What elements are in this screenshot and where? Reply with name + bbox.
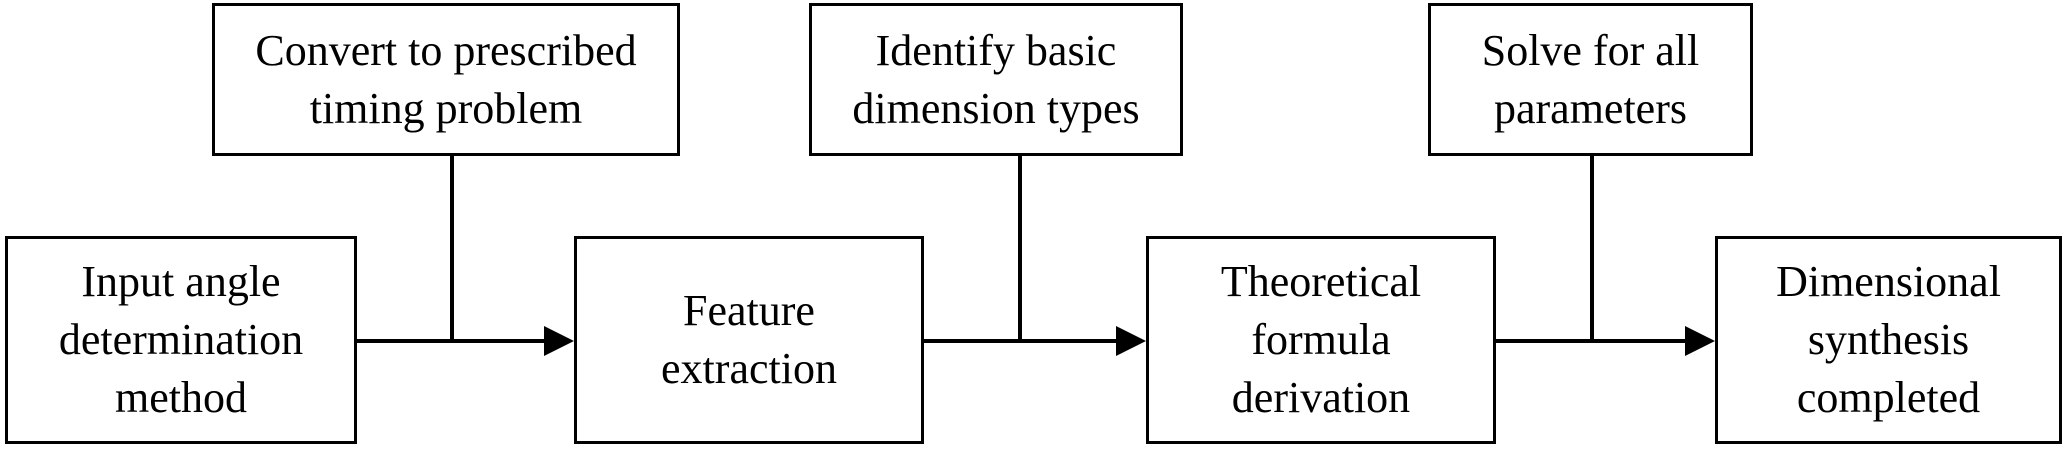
step-box-input-angle: Input angle determination method: [5, 236, 357, 444]
arrowhead-2: [1116, 326, 1146, 356]
step-label: Input angle determination method: [58, 257, 304, 422]
step-box-feature-extraction: Feature extraction: [574, 236, 924, 444]
side-label: Convert to prescribed timing problem: [255, 25, 637, 133]
step-label: Feature extraction: [661, 286, 837, 393]
step-label: Dimensional synthesis completed: [1776, 257, 2001, 422]
arrowhead-1: [544, 326, 574, 356]
step-box-theoretical-formula: Theoretical formula derivation: [1146, 236, 1496, 444]
side-label: Identify basic dimension types: [852, 25, 1140, 133]
step-box-dimensional-synthesis: Dimensional synthesis completed: [1715, 236, 2062, 444]
side-label: Solve for all parameters: [1481, 25, 1700, 133]
arrowhead-3: [1685, 326, 1715, 356]
side-box-solve-parameters: Solve for all parameters: [1428, 3, 1753, 156]
step-label: Theoretical formula derivation: [1220, 257, 1422, 422]
side-box-identify-types: Identify basic dimension types: [809, 3, 1183, 156]
side-box-convert-timing: Convert to prescribed timing problem: [212, 3, 680, 156]
